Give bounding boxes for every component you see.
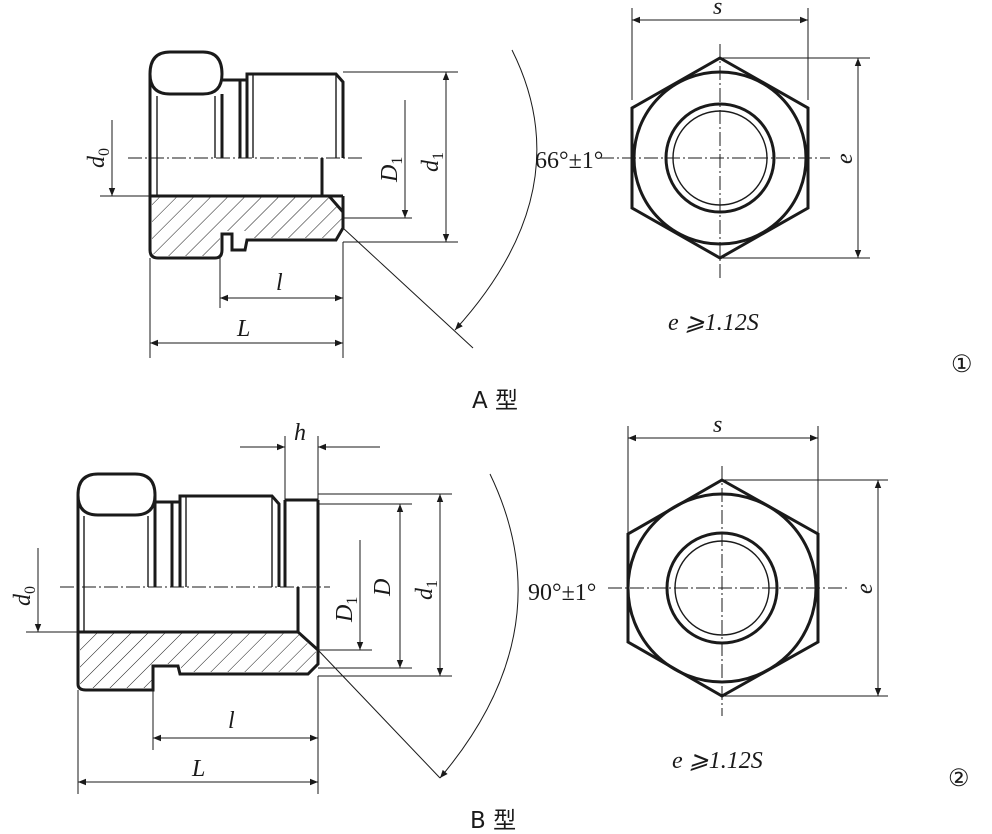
- type-a-e-label: e: [832, 153, 858, 164]
- type-b-dim-labels: h d0 D1 D d1 l L: [10, 420, 441, 782]
- type-b-angle: 90°±1°: [528, 580, 596, 606]
- type-b-l-label: l: [228, 708, 235, 734]
- type-a-d1-label: d1: [418, 152, 447, 172]
- type-a-d0-label: d0: [84, 148, 113, 168]
- type-a-L-label: L: [236, 316, 250, 342]
- type-a-end-labels: s e 66°±1° e ⩾1.12S ① A 型: [472, 0, 973, 414]
- section-hatch: [152, 197, 342, 256]
- type-b-D1-label: D1: [332, 597, 361, 623]
- type-b-h-label: h: [294, 420, 306, 446]
- type-a-s-label: s: [713, 0, 722, 20]
- section-hatch: [80, 633, 316, 688]
- type-b-s-label: s: [713, 412, 722, 438]
- type-a-end-view: [600, 8, 870, 280]
- type-a-D1-label: D1: [377, 157, 406, 183]
- hex-head-crown: [76, 472, 157, 517]
- type-a-l-label: l: [276, 270, 283, 296]
- type-a-angle: 66°±1°: [535, 148, 603, 174]
- type-b-end-view: [608, 426, 888, 716]
- type-a-caption: A 型: [472, 388, 518, 414]
- type-b-caption: B 型: [470, 808, 516, 834]
- type-a-formula: e ⩾1.12S: [668, 310, 759, 336]
- hex-outline: [630, 56, 810, 260]
- type-b-L-label: L: [191, 756, 205, 782]
- type-b-end-labels: s e 90°±1° e ⩾1.12S ② B 型: [470, 412, 970, 834]
- type-b-side-view: [26, 436, 519, 794]
- type-b-d0-label: d0: [10, 586, 39, 606]
- type-b-e-label: e: [852, 583, 878, 594]
- hex-head-crown: [148, 50, 224, 96]
- type-b-marker: ②: [948, 766, 970, 792]
- type-b-D-label: D: [370, 579, 396, 597]
- type-a-dim-labels: d0 D1 d1 l L: [84, 148, 447, 342]
- type-b-formula: e ⩾1.12S: [672, 748, 763, 774]
- type-a-marker: ①: [951, 352, 973, 378]
- type-a-side-view: [100, 49, 538, 358]
- type-b-d1-label: d1: [412, 580, 441, 600]
